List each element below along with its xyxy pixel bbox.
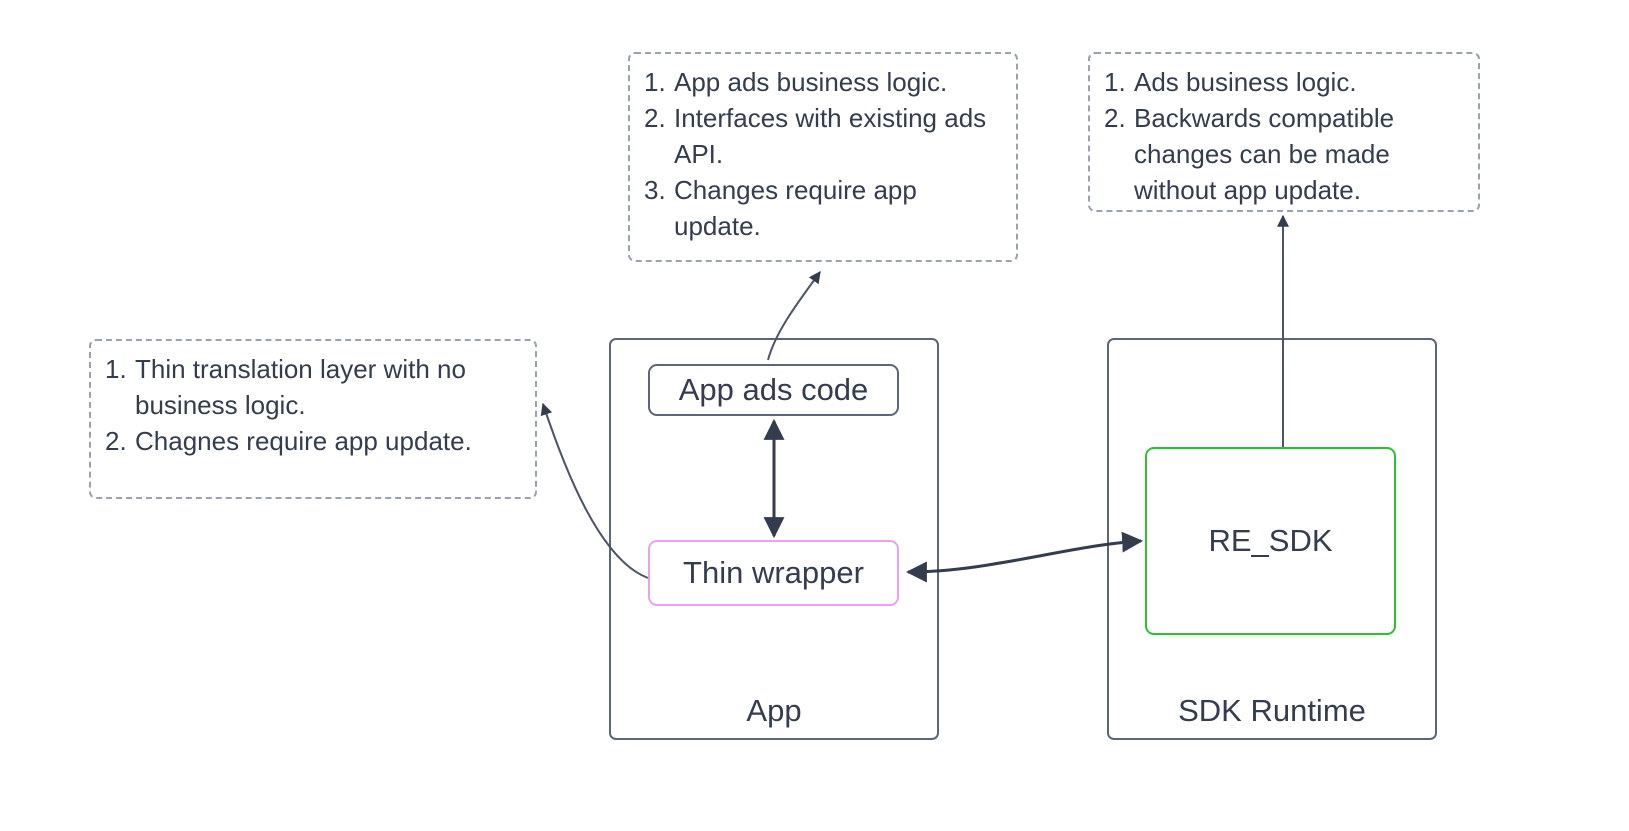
callout-note-thin-wrapper: Thin translation layer with no business … — [89, 339, 537, 499]
callout-note-re-sdk: Ads business logic. Backwards compatible… — [1088, 52, 1480, 212]
container-app-label: App — [746, 693, 802, 728]
callout-note-app-ads-code: App ads business logic. Interfaces with … — [628, 52, 1018, 262]
node-re-sdk: RE_SDK — [1145, 447, 1396, 635]
node-app-ads-code-label: App ads code — [678, 372, 869, 407]
note-item: Interfaces with existing ads API. — [644, 100, 987, 169]
note-list: App ads business logic. Interfaces with … — [644, 64, 1002, 244]
node-thin-wrapper: Thin wrapper — [648, 540, 899, 606]
note-list: Thin translation layer with no business … — [105, 351, 521, 459]
container-sdk-runtime-label: SDK Runtime — [1178, 693, 1366, 728]
note-item: Backwards compatible changes can be made… — [1104, 100, 1395, 205]
note-item: Ads business logic. — [1104, 64, 1357, 100]
note-item: Changes require app update. — [644, 172, 917, 241]
note-item: Thin translation layer with no business … — [105, 351, 466, 420]
note-item: App ads business logic. — [644, 64, 948, 100]
node-re-sdk-label: RE_SDK — [1208, 523, 1333, 558]
node-thin-wrapper-label: Thin wrapper — [683, 555, 864, 590]
note-item: Chagnes require app update. — [105, 423, 472, 459]
node-app-ads-code: App ads code — [648, 364, 899, 416]
note-list: Ads business logic. Backwards compatible… — [1104, 64, 1464, 208]
